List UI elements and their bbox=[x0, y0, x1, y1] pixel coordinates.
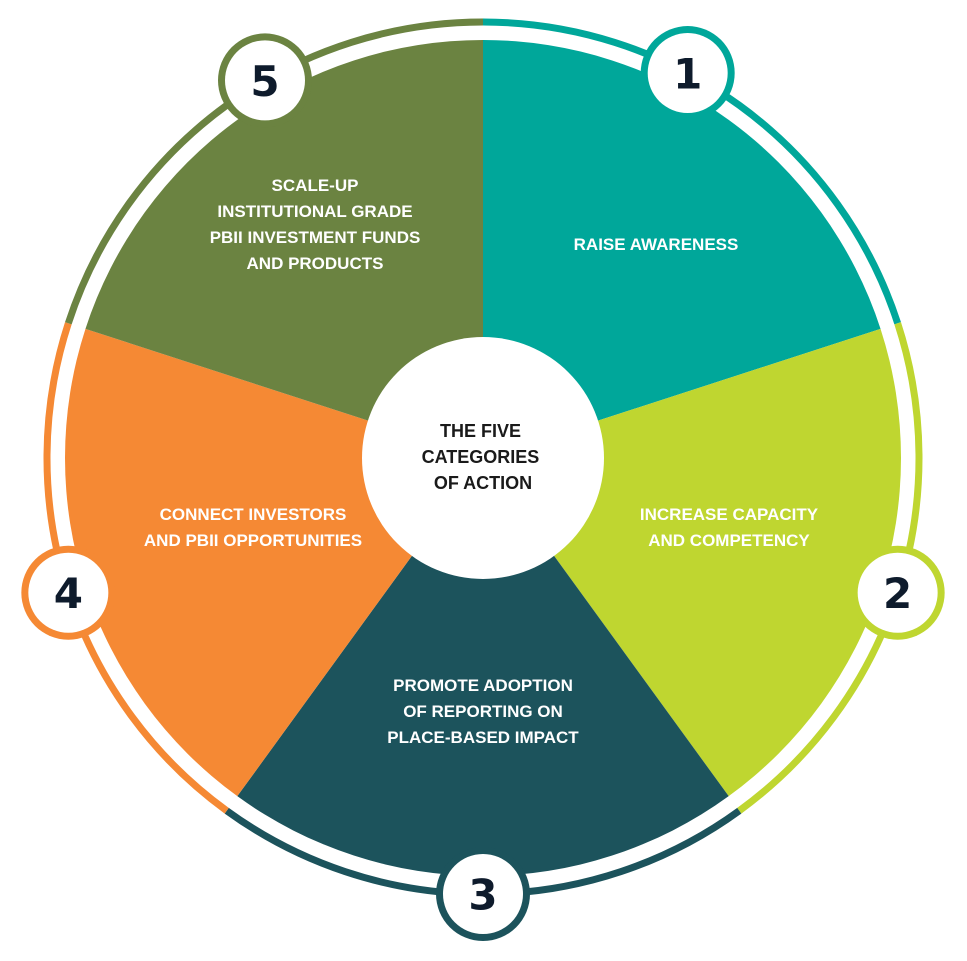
segment-label-line: SCALE-UP bbox=[272, 176, 359, 195]
segment-labels: RAISE AWARENESS INCREASE CAPACITY AND COMP… bbox=[144, 176, 819, 747]
badge-disc bbox=[225, 40, 305, 121]
segment-label-line: RAISE AWARENESS bbox=[574, 235, 739, 254]
badge-3: 3 bbox=[436, 847, 530, 941]
badge-disc bbox=[28, 552, 109, 633]
badge-number: 3 bbox=[468, 871, 497, 920]
segment-label-line: AND PBII OPPORTUNITIES bbox=[144, 531, 362, 550]
badge-disc bbox=[647, 33, 728, 114]
badge-1: 1 bbox=[640, 26, 735, 121]
segments bbox=[65, 40, 901, 877]
segment-label-line: INSTITUTIONAL GRADE bbox=[217, 202, 412, 221]
center-title: THE FIVE CATEGORIES OF ACTION bbox=[422, 421, 545, 493]
segment-label-5: SCALE-UP INSTITUTIONAL GRADE PBII INVESTME… bbox=[210, 176, 421, 273]
badge-number: 2 bbox=[883, 569, 912, 618]
segment-label-line: AND PRODUCTS bbox=[247, 254, 384, 273]
badge-2: 2 bbox=[850, 545, 945, 640]
badge-number: 4 bbox=[54, 569, 83, 618]
ring-arc-1 bbox=[482, 18, 901, 325]
segment-label-2: INCREASE CAPACITY AND COMPETENCY bbox=[640, 505, 819, 550]
number-badges: 1 2 3 4 5 bbox=[21, 26, 945, 941]
segment-1 bbox=[483, 40, 881, 458]
badge-4: 4 bbox=[21, 545, 116, 640]
center-title-line: OF ACTION bbox=[434, 473, 532, 493]
center-title-line: THE FIVE bbox=[440, 421, 521, 441]
segment-5 bbox=[85, 40, 483, 458]
segment-label-1: RAISE AWARENESS bbox=[574, 235, 739, 254]
segment-label-line: PROMOTE ADOPTION bbox=[393, 676, 573, 695]
segment-label-line: PBII INVESTMENT FUNDS bbox=[210, 228, 421, 247]
segment-3 bbox=[237, 458, 729, 877]
badge-disc bbox=[857, 552, 938, 633]
segment-label-line: PLACE-BASED IMPACT bbox=[387, 728, 579, 747]
badge-number: 1 bbox=[673, 50, 702, 99]
segment-label-line: CONNECT INVESTORS bbox=[160, 505, 347, 524]
segment-label-line: AND COMPETENCY bbox=[648, 531, 810, 550]
center-title-line: CATEGORIES bbox=[422, 447, 540, 467]
segment-label-line: OF REPORTING ON bbox=[403, 702, 563, 721]
segment-label-4: CONNECT INVESTORS AND PBII OPPORTUNITIES bbox=[144, 505, 362, 550]
badge-5: 5 bbox=[218, 33, 312, 128]
center-disc bbox=[362, 337, 604, 579]
center-circle: THE FIVE CATEGORIES OF ACTION bbox=[362, 337, 604, 579]
segment-label-line: INCREASE CAPACITY bbox=[640, 505, 819, 524]
badge-number: 5 bbox=[250, 57, 279, 106]
badge-disc bbox=[443, 854, 523, 934]
segment-label-3: PROMOTE ADOPTION OF REPORTING ON PLACE-BAS… bbox=[387, 676, 579, 747]
